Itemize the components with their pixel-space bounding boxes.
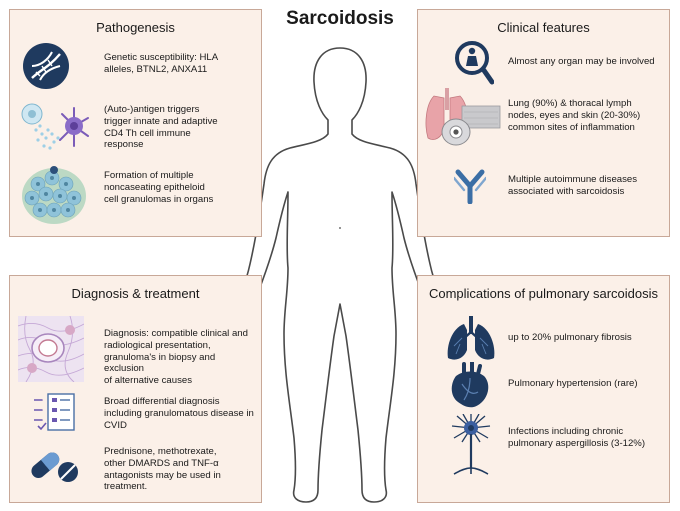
- panel-pathogenesis: Pathogenesis Genetic susceptibility: HLA…: [9, 9, 262, 237]
- clinical-line: nodes, eyes and skin (20-30%): [508, 109, 641, 121]
- dna-icon: [18, 42, 90, 90]
- pathogenesis-line: noncaseating epitheloid: [104, 181, 205, 193]
- diagnosis-line: radiological presentation,: [104, 339, 211, 351]
- panel-diagnosis-treatment: Diagnosis & treatment Diagnosis: compati…: [9, 275, 262, 503]
- clinical-line: Multiple autoimmune diseases: [508, 174, 638, 185]
- page-title: Sarcoidosis: [286, 8, 394, 29]
- diagnosis-line: Diagnosis: compatible clinical and: [104, 328, 248, 339]
- diagnosis-line: of alternative causes: [104, 375, 192, 387]
- panel-complications: Complications of pulmonary sarcoidosis u…: [417, 275, 670, 503]
- complications-line: pulmonary aspergillosis (3-12%): [508, 437, 646, 449]
- pathogenesis-line: CD4 Th cell immune: [104, 127, 191, 139]
- pill-icon: [28, 444, 100, 486]
- pathogenesis-line: Genetic susceptibility: HLA: [104, 52, 219, 63]
- diagnosis-line: CVID: [104, 419, 127, 431]
- clinical-line: Lung (90%) & thoracal lymph: [508, 98, 632, 109]
- histology-icon: [18, 316, 90, 382]
- heart-icon: [448, 362, 520, 410]
- granuloma-icon: [18, 162, 90, 228]
- immune-cell-icon: [18, 100, 90, 156]
- aspergillus-icon: [446, 414, 518, 476]
- diagnosis-line: Prednisone, methotrexate,: [104, 446, 217, 457]
- complications-line: Pulmonary hypertension (rare): [508, 378, 638, 389]
- diagnosis-line: including granulomatous disease in: [104, 407, 254, 419]
- panel-title-diagnosis: Diagnosis & treatment: [71, 286, 200, 301]
- panel-title-pathogenesis: Pathogenesis: [96, 20, 175, 35]
- panel-clinical-features: Clinical features Almost any organ may b…: [417, 9, 670, 237]
- complications-line: Infections including chronic: [508, 426, 624, 437]
- pathogenesis-line: response: [104, 139, 144, 151]
- pathogenesis-line: cell granulomas in organs: [104, 193, 214, 205]
- lungs-icon: [446, 316, 518, 362]
- diagnosis-line: granuloma's in biopsy and exclusion: [104, 351, 216, 375]
- panel-title-complications: Complications of pulmonary sarcoidosis: [428, 286, 659, 301]
- pathogenesis-line: Formation of multiple: [104, 170, 194, 181]
- clinical-line: Almost any organ may be involved: [508, 56, 655, 67]
- antibody-icon: [454, 166, 526, 204]
- pathogenesis-line: trigger innate and adaptive: [104, 115, 218, 127]
- complications-line: up to 20% pulmonary fibrosis: [508, 332, 632, 343]
- diagnosis-line: other DMARDS and TNF-α: [104, 457, 219, 469]
- pathogenesis-line: alleles, BTNL2, ANXA11: [104, 63, 208, 75]
- diagnosis-line: antagonists may be used in: [104, 469, 221, 481]
- clinical-line: associated with sarcoidosis: [508, 185, 625, 197]
- diagnosis-line: Broad differential diagnosis: [104, 396, 220, 407]
- organs-icon: [424, 88, 501, 154]
- diagnosis-line: treatment.: [104, 481, 148, 493]
- checklist-icon: [34, 392, 106, 434]
- clinical-line: common sites of inflammation: [508, 121, 635, 133]
- panel-title-clinical: Clinical features: [497, 20, 590, 35]
- pathogenesis-line: (Auto-)antigen triggers: [104, 104, 200, 115]
- magnifier-person-icon: [454, 40, 526, 86]
